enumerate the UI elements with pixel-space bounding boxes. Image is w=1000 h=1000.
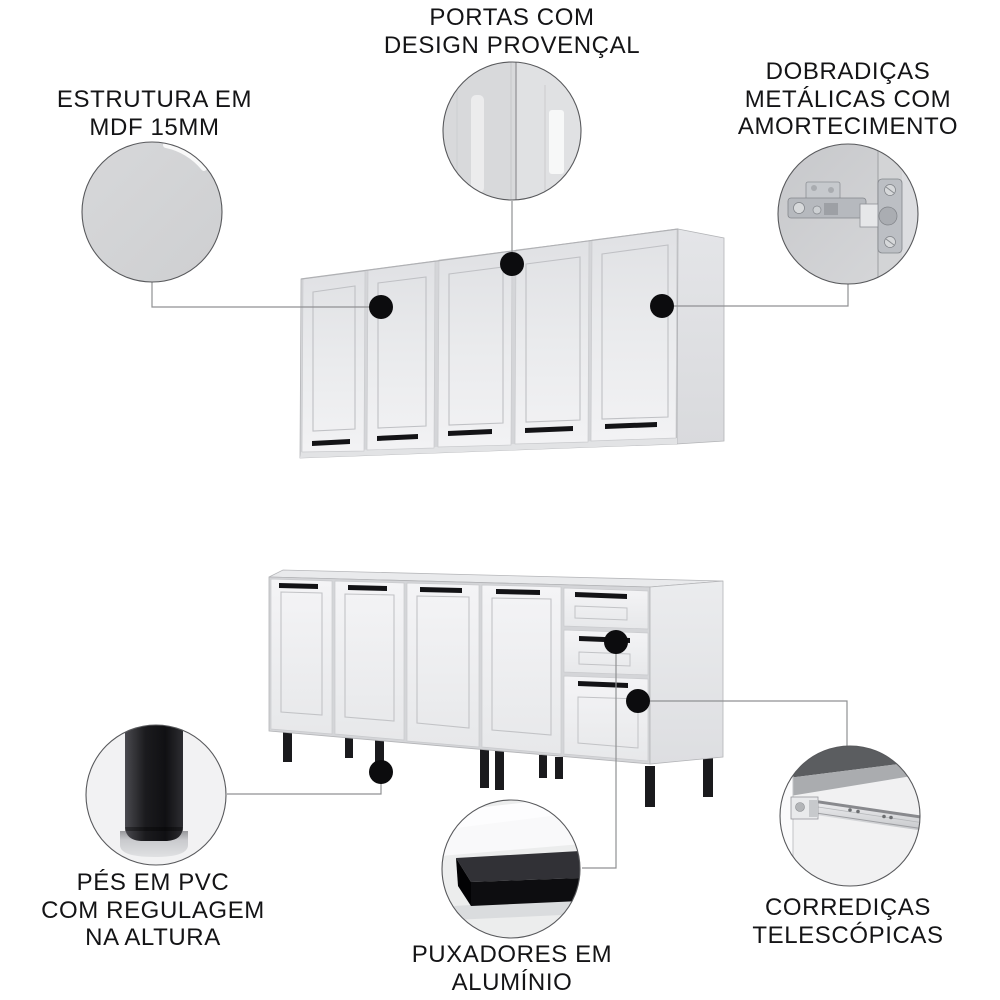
leg-4	[480, 749, 489, 788]
upper-door-handles	[312, 422, 657, 446]
cabinet-legs	[283, 728, 713, 807]
pvc-foot-icon	[85, 724, 227, 866]
upper-cabinet-illustration	[299, 228, 725, 459]
connector-corredicas	[638, 700, 848, 747]
lower-door-1	[270, 578, 333, 735]
telescopic-slide-icon	[779, 745, 921, 887]
lower-cabinet-illustration	[268, 569, 724, 807]
upper-door-2	[366, 260, 436, 451]
label-dobradicas: DOBRADIÇAS METÁLICAS COM AMORTECIMENTO	[737, 58, 959, 140]
label-pes: PÉS EM PVC COM REGULAGEM NA ALTURA	[41, 869, 265, 951]
leg-1	[283, 728, 292, 762]
aluminum-handle-icon	[441, 799, 581, 939]
lower-door-3	[406, 582, 480, 748]
leg-7	[555, 757, 563, 779]
dot-corredicas	[626, 689, 650, 713]
leg-6	[539, 755, 547, 778]
slide-rail	[790, 796, 920, 831]
label-portas: PORTAS COM DESIGN PROVENÇAL	[383, 4, 641, 59]
leg-3	[375, 740, 384, 765]
upper-cabinet-doors	[301, 228, 678, 453]
label-corredicas: CORREDIÇAS TELESCÓPICAS	[752, 894, 944, 949]
leg-2	[345, 734, 353, 758]
dot-dobradicas	[650, 294, 674, 318]
dot-puxadores	[604, 630, 628, 654]
lower-door-2	[334, 580, 405, 741]
upper-door-5	[590, 228, 678, 442]
connector-pes	[227, 772, 382, 795]
upper-cabinet-bottom-strip	[300, 438, 677, 458]
mdf-closeup-icon	[81, 141, 223, 283]
dot-estrutura	[369, 295, 393, 319]
lower-door-panel-grooves	[280, 591, 552, 736]
leg-5	[495, 751, 504, 790]
label-estrutura: ESTRUTURA EM MDF 15MM	[56, 86, 253, 141]
connector-dobradicas	[662, 284, 849, 307]
leg-9	[703, 757, 713, 797]
hinge-hardware	[787, 178, 903, 254]
lower-cabinet-side-panel	[649, 580, 724, 765]
connector-estrutura	[151, 282, 381, 308]
callout-connectors	[151, 201, 849, 869]
upper-cabinet-top-edge	[300, 228, 679, 280]
label-puxadores: PUXADORES EM ALUMÍNIO	[411, 941, 613, 996]
leg-8	[645, 766, 655, 807]
upper-cabinet-side-panel	[676, 228, 725, 445]
lower-cabinet-doors	[270, 578, 562, 755]
hinge-icon	[777, 143, 919, 285]
dot-portas	[500, 252, 524, 276]
connector-puxadores	[582, 642, 617, 869]
dot-pes	[369, 760, 393, 784]
lower-door-4	[481, 584, 562, 755]
upper-door-panel-grooves	[312, 244, 669, 432]
door-closeup-icon	[442, 61, 582, 201]
callout-dots	[369, 252, 674, 784]
